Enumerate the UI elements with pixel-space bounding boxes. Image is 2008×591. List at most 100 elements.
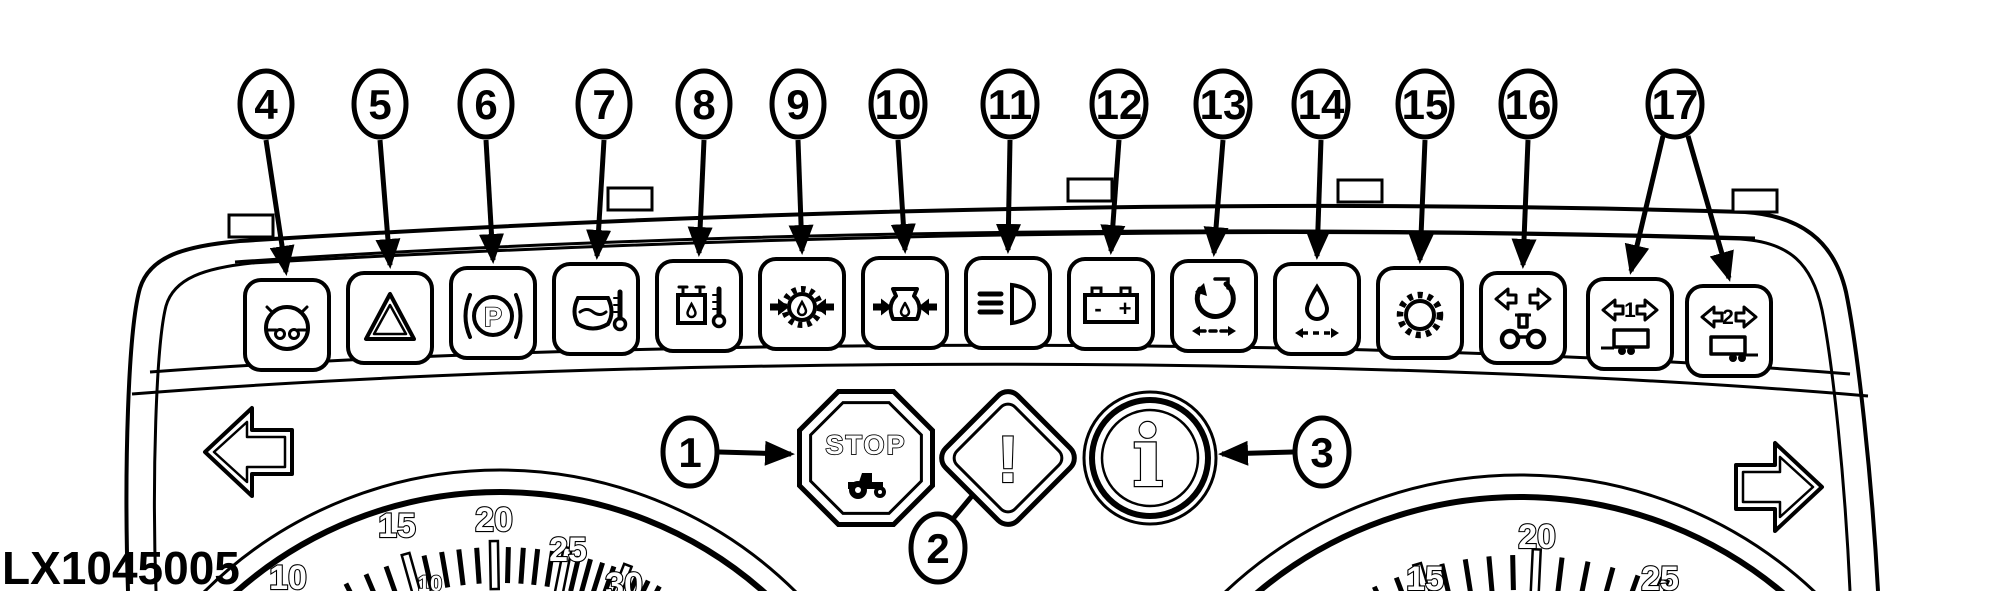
warning-exclamation: ! <box>997 422 1019 496</box>
callout-5: 5 <box>351 68 409 140</box>
right-gauge-label-20: 20 <box>1518 518 1556 556</box>
callout-16: 16 <box>1498 68 1558 140</box>
indicator-cell-oil-filter <box>861 256 949 350</box>
svg-text:15: 15 <box>1402 81 1449 128</box>
indicator-cell-glow-plug <box>243 278 331 372</box>
indicator-cell-hazard <box>346 271 434 365</box>
housing-tab <box>1336 178 1384 204</box>
indicator-cell-parking-brake: P <box>449 266 537 360</box>
right-gauge-label-25: 25 <box>1641 560 1679 591</box>
indicator-cell-trans-temp <box>655 259 743 353</box>
indicator-cell-trailer2-turn: 2 <box>1685 284 1773 378</box>
transmission-oil-temperature-icon <box>676 285 725 327</box>
visor-lower-line-2 <box>131 362 1869 398</box>
svg-text:5: 5 <box>368 81 391 128</box>
callout-7: 7 <box>575 68 633 140</box>
indicator-cell-air-filter <box>1170 259 1258 353</box>
parking-brake-icon <box>463 293 523 339</box>
left-gauge-ticks <box>274 539 660 591</box>
battery-minus-mark: - <box>1094 296 1101 321</box>
left-gauge: 10 15 20 25 30 10 <box>203 468 797 591</box>
svg-text:10: 10 <box>875 81 922 128</box>
svg-text:17: 17 <box>1652 81 1699 128</box>
svg-text:4: 4 <box>254 81 278 128</box>
callout-1: 1 <box>660 415 720 489</box>
left-arrow-icon <box>203 406 294 498</box>
right-gauge: 15 20 25 <box>1224 473 1816 591</box>
indicator-cell-trailer1-turn: 1 <box>1586 277 1674 371</box>
callout-leader-lines <box>263 135 1734 522</box>
indicator-cell-headlight <box>964 256 1052 350</box>
engine-oil-filter-icon <box>872 287 938 321</box>
housing-tab <box>606 186 654 212</box>
svg-text:11: 11 <box>988 81 1032 128</box>
callout-2: 2 <box>908 511 968 585</box>
indicator-cell-coolant-temp <box>552 262 640 356</box>
stop-tractor-glyph <box>848 473 886 499</box>
svg-text:2: 2 <box>926 525 949 572</box>
callout-6: 6 <box>457 68 515 140</box>
callout-12: 12 <box>1089 68 1149 140</box>
callout-17: 17 <box>1645 68 1705 140</box>
left-gauge-label-30: 30 <box>605 566 643 591</box>
left-gauge-label-25: 25 <box>549 531 587 569</box>
battery-plus-mark: + <box>1119 296 1132 321</box>
callout-13: 13 <box>1193 68 1253 140</box>
stop-octagon-icon: STOP <box>797 389 935 527</box>
figure-code-label: LX1045005 <box>2 542 240 591</box>
svg-text:9: 9 <box>786 81 809 128</box>
callout-11: 11 <box>980 68 1040 140</box>
right-gauge-label-15: 15 <box>1406 560 1444 591</box>
callout-8: 8 <box>675 68 733 140</box>
indicator-cell-gear <box>1376 266 1464 360</box>
indicator-icon-band: P <box>243 256 1773 378</box>
gear-icon <box>1396 291 1444 339</box>
callout-10: 10 <box>868 68 928 140</box>
left-gauge-label-20: 20 <box>475 501 513 539</box>
info-circle-icon: i <box>1082 390 1218 526</box>
indicator-cell-water-in-fuel <box>1273 262 1361 356</box>
left-gauge-inner-label: 10 <box>418 571 442 591</box>
callout-3: 3 <box>1292 415 1352 489</box>
coolant-temperature-icon <box>572 292 626 330</box>
svg-text:12: 12 <box>1096 81 1143 128</box>
tractor-turn-signal-icon <box>1494 287 1552 350</box>
svg-text:6: 6 <box>474 81 497 128</box>
stop-text: STOP <box>825 430 906 460</box>
svg-text:7: 7 <box>592 81 615 128</box>
indicator-cell-trans-filter <box>758 257 846 351</box>
trailer2-number: 2 <box>1722 306 1734 329</box>
air-filter-restriction-icon <box>1190 277 1238 338</box>
left-gauge-label-10: 10 <box>269 559 307 591</box>
indicator-cell-battery: - + <box>1067 257 1155 351</box>
housing-tab <box>1731 188 1779 214</box>
trailer1-number: 1 <box>1624 299 1636 322</box>
trailer-1-turn-signal-icon <box>1601 298 1659 355</box>
warning-diamond-icon: ! <box>939 389 1077 527</box>
trailer-2-turn-signal-icon <box>1700 305 1758 362</box>
svg-text:3: 3 <box>1310 429 1333 476</box>
svg-text:1: 1 <box>678 429 701 476</box>
svg-text:13: 13 <box>1200 81 1247 128</box>
transmission-oil-filter-icon <box>769 286 835 328</box>
hazard-warning-triangle-icon <box>364 292 416 341</box>
housing-tab <box>1066 177 1114 203</box>
headlight-beam-icon <box>977 282 1037 326</box>
callout-9: 9 <box>769 68 827 140</box>
indicator-cell-tractor-turn <box>1479 271 1567 365</box>
callout-14: 14 <box>1291 68 1351 140</box>
battery-charge-icon <box>1083 286 1139 324</box>
svg-text:16: 16 <box>1505 81 1552 128</box>
callout-15: 15 <box>1395 68 1455 140</box>
svg-text:8: 8 <box>692 81 715 128</box>
housing-tab <box>227 213 275 239</box>
info-letter: i <box>1132 407 1164 506</box>
callout-bubbles: 1 2 3 4 5 6 7 8 9 10 11 12 13 14 15 16 1… <box>237 68 1705 585</box>
water-in-fuel-icon <box>1293 283 1341 340</box>
callout-4: 4 <box>237 68 295 140</box>
right-arrow-icon <box>1734 441 1824 533</box>
svg-text:14: 14 <box>1298 81 1345 128</box>
parking-brake-letter: P <box>484 302 502 332</box>
